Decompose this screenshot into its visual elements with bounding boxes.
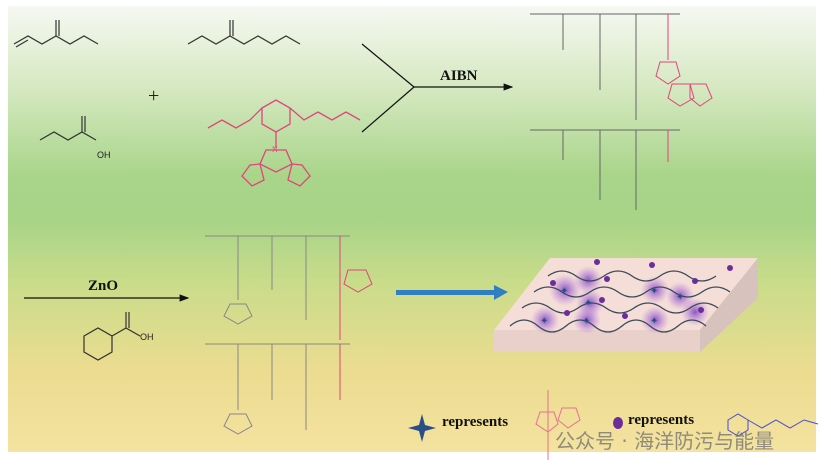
reaction-arrow-aibn (361, 43, 514, 133)
legend-star-label: represents (442, 414, 509, 430)
legend-side-chain-structure (727, 413, 819, 437)
svg-text:✦: ✦ (584, 298, 592, 309)
acrylic-acid-molecule (39, 116, 97, 141)
four-point-star-icon (408, 414, 436, 442)
oh-label: OH (97, 150, 111, 160)
carbazole-monomer-molecule (207, 99, 361, 187)
ethyl-acrylate-molecule (13, 20, 99, 48)
svg-text:✦: ✦ (540, 316, 548, 327)
svg-text:✦: ✦ (560, 286, 568, 297)
coating-network-illustration: ✦ ✦ ✦ ✦ ✦ ✦ ✦ (494, 258, 758, 352)
nitrogen-label: N (272, 145, 278, 154)
butyl-acrylate-molecule (187, 20, 301, 45)
benzoic-oh-label: OH (140, 332, 154, 342)
blue-arrow (396, 285, 508, 300)
purple-dot-icon (613, 417, 623, 429)
polymer-structure-bottom (205, 235, 373, 435)
aibn-label: AIBN (440, 68, 478, 84)
plus-sign: + (148, 85, 159, 107)
benzoic-acid-molecule (83, 312, 141, 361)
watermark: 公众号 · 海洋防污与能量 (555, 429, 775, 453)
svg-text:✦: ✦ (650, 316, 658, 327)
svg-text:✦: ✦ (650, 286, 658, 297)
svg-text:✦: ✦ (676, 292, 684, 303)
legend-dot-label: represents (628, 412, 695, 428)
zno-label: ZnO (88, 278, 119, 294)
svg-text:✦: ✦ (582, 316, 590, 327)
gradient-background (8, 6, 816, 452)
polymer-structure-top (530, 13, 713, 210)
legend-carbazole-structure (535, 390, 581, 460)
